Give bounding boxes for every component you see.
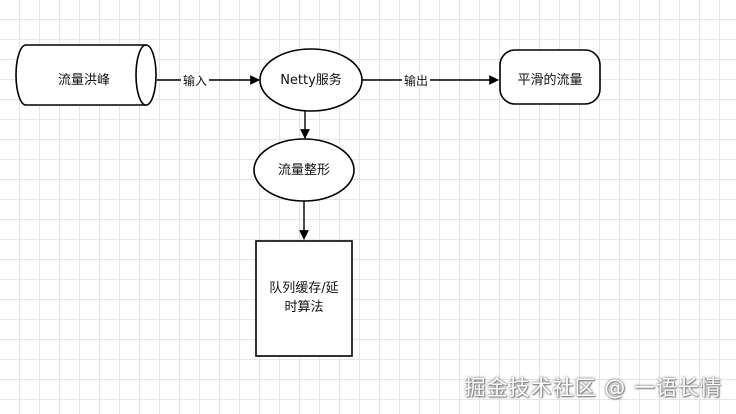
edge-label-input: 输入 — [181, 74, 210, 88]
smooth-traffic-box[interactable] — [499, 49, 601, 105]
queue-node-label: 队列缓存/延时算法 — [269, 281, 339, 315]
netty-node-label: Netty服务 — [280, 72, 342, 88]
shaping-node-label: 流量整形 — [277, 162, 330, 178]
smooth-node-label: 平滑的流量 — [517, 72, 583, 88]
watermark: 掘金技术社区 @ 一语长情 — [464, 376, 722, 400]
flood-node-label: 流量洪峰 — [57, 72, 110, 88]
flood-cylinder-shape[interactable] — [15, 44, 157, 106]
queue-algorithm-box[interactable] — [255, 240, 353, 357]
edge-label-output: 输出 — [402, 74, 431, 88]
